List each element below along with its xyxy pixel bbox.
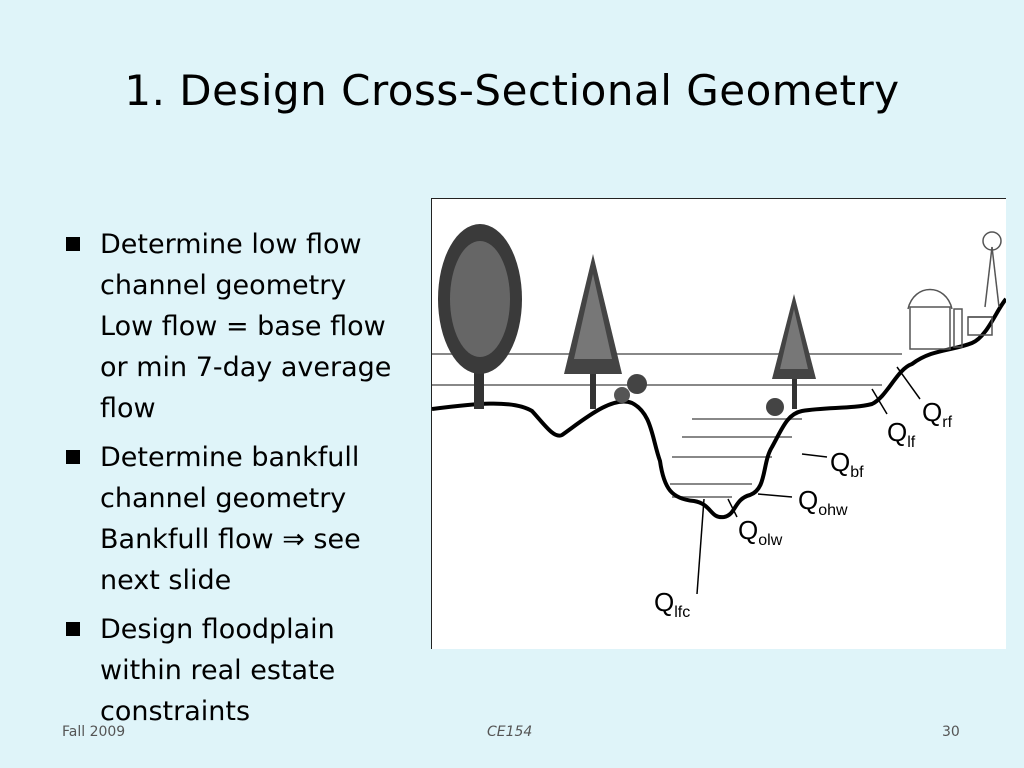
water-levels — [432, 353, 902, 498]
bullet-line: or min 7-day average — [100, 352, 392, 383]
bullet-line: Determine low flow — [100, 229, 362, 260]
ground-profile — [432, 297, 1006, 520]
label-q-ohw: Qohw — [798, 485, 848, 519]
bullet-line: constraints — [100, 696, 251, 727]
bullet-line: Bankfull flow ⇒ see — [100, 524, 361, 555]
windmill-icon — [982, 231, 1002, 308]
bullet-line: Low flow = base flow — [100, 311, 386, 342]
leader-lines — [696, 366, 921, 595]
square-bullet-icon — [66, 237, 80, 251]
bullet-item-low-flow: Determine low flow channel geometry Low … — [62, 224, 442, 429]
leader-line — [896, 366, 921, 400]
bullet-line: next slide — [100, 565, 232, 596]
bullet-line: Design floodplain — [100, 614, 335, 645]
slide-title: 1. Design Cross-Sectional Geometry — [124, 66, 900, 115]
square-bullet-icon — [66, 622, 80, 636]
cross-section-diagram: Qrf Qlf Qbf Qohw Qolw Qlfc — [432, 224, 1006, 621]
bullet-item-floodplain: Design floodplain within real estate con… — [62, 609, 442, 732]
tree-pine-middle — [564, 254, 622, 409]
leader-line — [696, 498, 705, 595]
slide-number: 30 — [942, 724, 960, 740]
leader-line — [727, 498, 738, 518]
bullet-line: Determine bankfull — [100, 442, 360, 473]
bullet-line: within real estate — [100, 655, 336, 686]
label-q-rf: Qrf — [922, 397, 953, 431]
bullet-line: flow — [100, 393, 156, 424]
label-q-olw: Qolw — [738, 515, 783, 549]
leader-line — [801, 453, 828, 458]
bullet-line: channel geometry — [100, 270, 347, 301]
leader-line — [757, 493, 793, 498]
label-q-lfc: Qlfc — [654, 587, 690, 621]
label-q-lf: Qlf — [887, 417, 916, 451]
bullet-item-bankfull: Determine bankfull channel geometry Bank… — [62, 437, 442, 601]
square-bullet-icon — [66, 450, 80, 464]
tree-small-right — [772, 294, 816, 409]
tree-large-left — [438, 224, 522, 409]
bullet-line: channel geometry — [100, 483, 347, 514]
channel-cross-section-figure: Qrf Qlf Qbf Qohw Qolw Qlfc — [431, 198, 1006, 649]
leader-line — [871, 388, 888, 415]
shrubs — [614, 374, 784, 416]
footer-date: Fall 2009 — [62, 724, 126, 740]
bullet-list: Determine low flow channel geometry Low … — [62, 224, 442, 740]
barn-icon — [907, 288, 993, 350]
flow-labels: Qrf Qlf Qbf Qohw Qolw Qlfc — [654, 397, 953, 621]
label-q-bf: Qbf — [830, 447, 864, 481]
footer-course: CE154 — [487, 724, 533, 740]
